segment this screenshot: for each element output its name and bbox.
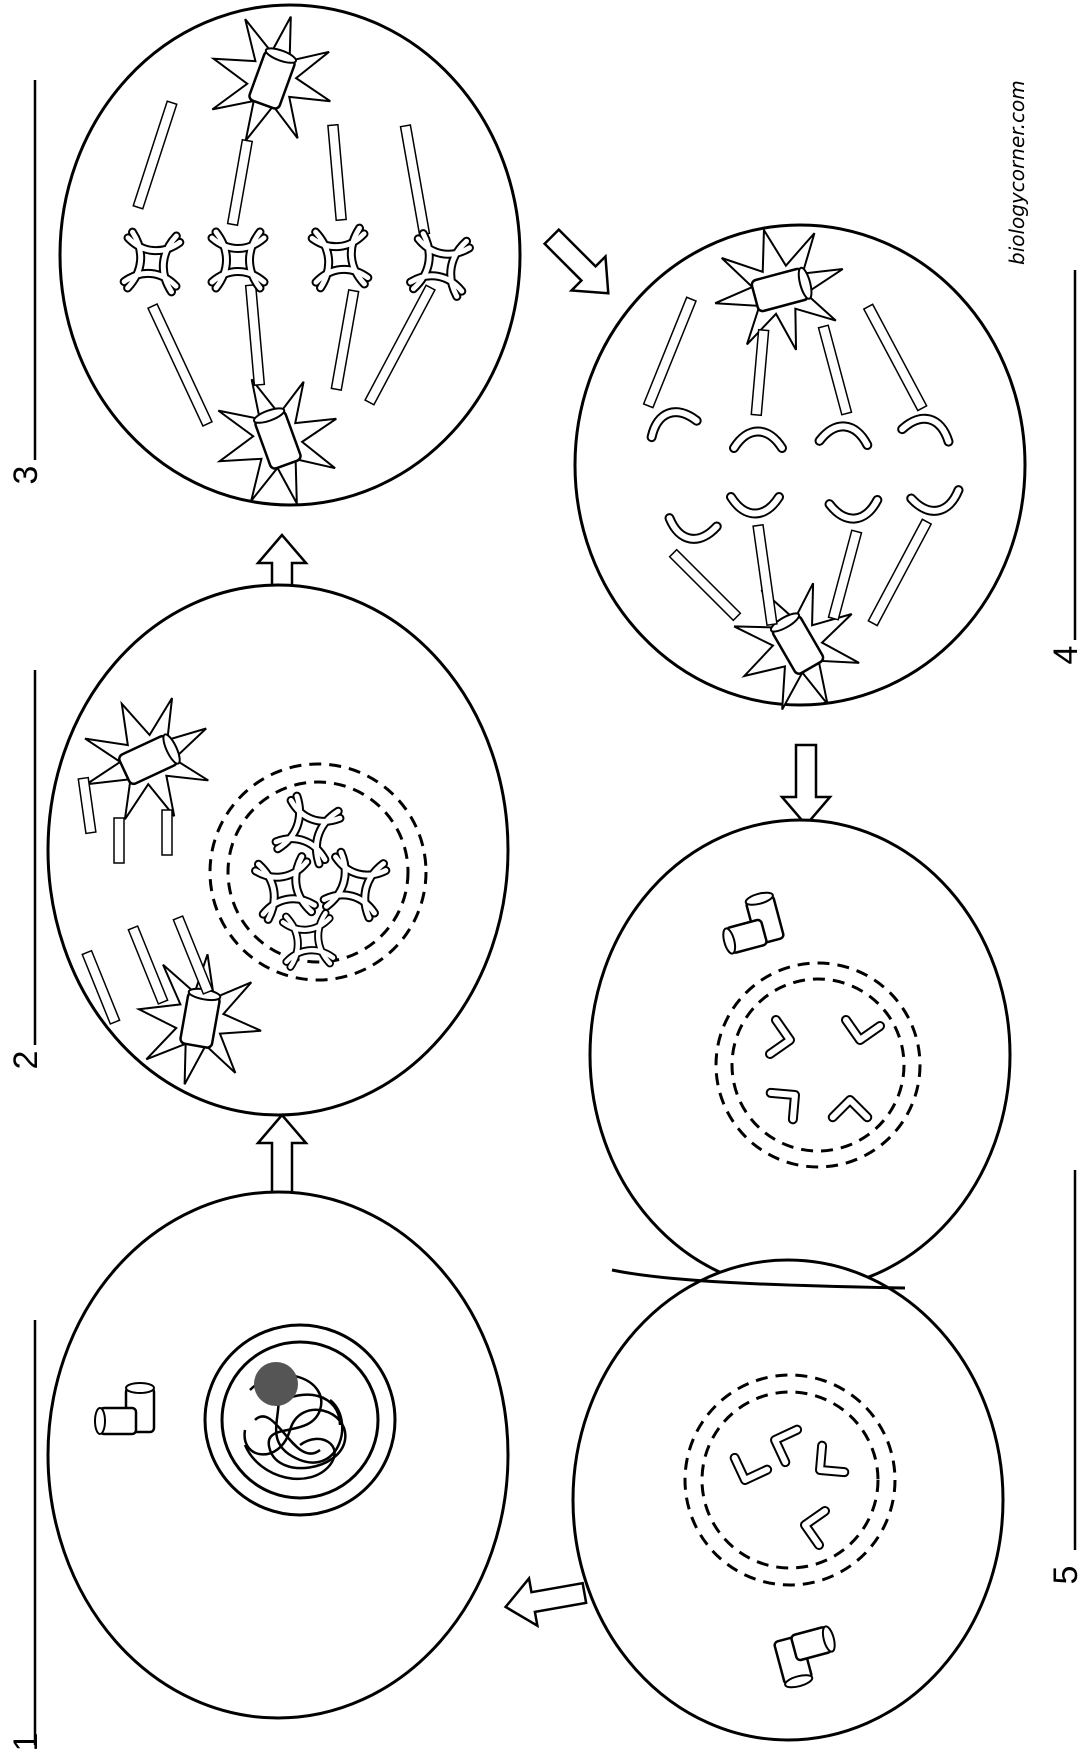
cell-stage-3: [60, 0, 520, 523]
nucleolus: [254, 1362, 298, 1406]
arrow-1-to-2: [258, 1115, 306, 1195]
arrow-5-to-1: [501, 1569, 588, 1630]
arrow-4-to-5: [782, 745, 830, 825]
stage-number-1: 1: [6, 1722, 46, 1762]
stage-number-4: 4: [1046, 635, 1086, 675]
cell-stage-5: [573, 820, 1010, 1740]
credit-text: biologycorner.com: [1005, 80, 1029, 265]
arrow-3-to-4: [535, 220, 626, 311]
stage-number-3: 3: [6, 455, 46, 495]
stage-number-5: 5: [1046, 1555, 1086, 1595]
stage-number-2: 2: [6, 1040, 46, 1080]
cell-stage-1: [48, 1192, 508, 1718]
cell-stage-2: [48, 585, 508, 1115]
cell-stage-4: [575, 213, 1025, 733]
